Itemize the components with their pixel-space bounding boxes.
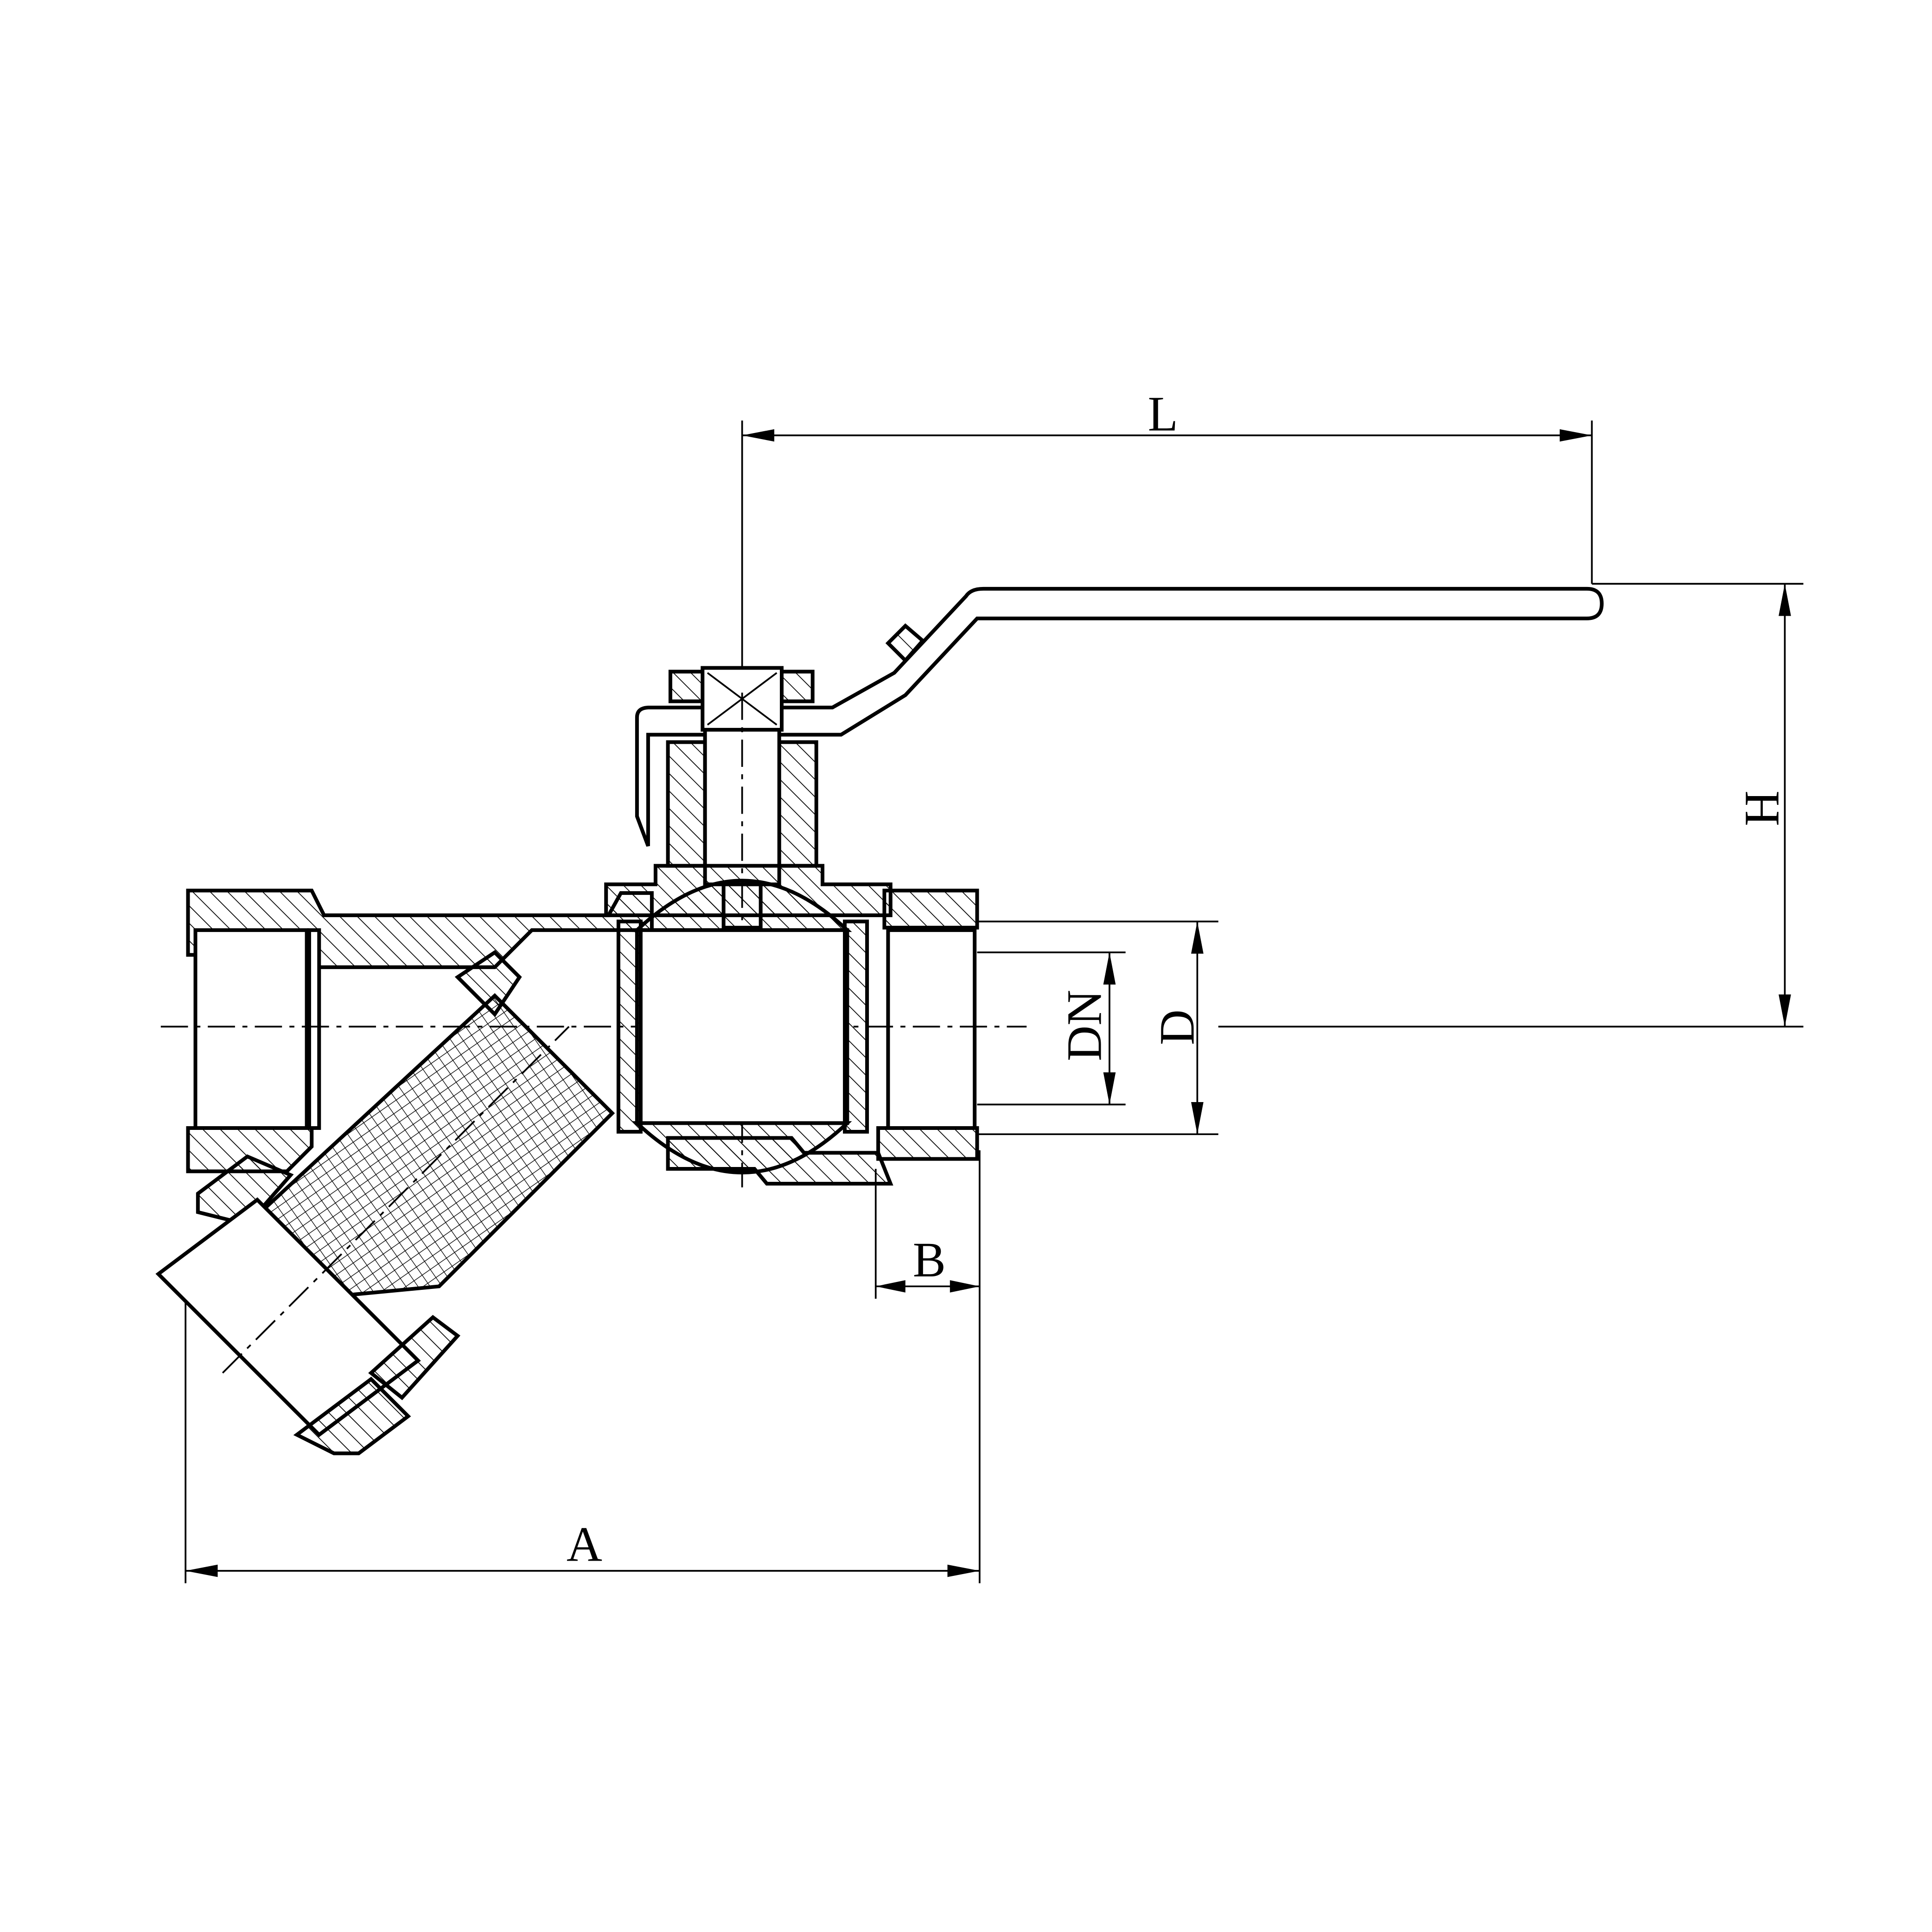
label-L: L: [1148, 387, 1178, 441]
dimension-DN: DN: [977, 951, 1126, 1106]
label-D: D: [1150, 1009, 1205, 1045]
dimension-A: A: [185, 1299, 980, 1583]
dimension-D: D: [977, 920, 1218, 1135]
dimension-B: B: [874, 1150, 981, 1583]
label-H: H: [1735, 791, 1790, 826]
ball: [616, 879, 869, 1175]
label-A: A: [567, 1518, 602, 1572]
label-DN: DN: [1057, 990, 1112, 1061]
handle-lever: [635, 587, 1604, 847]
dimension-H: H: [1218, 583, 1804, 1028]
strainer-screen: [155, 950, 615, 1455]
dimension-L: L: [741, 387, 1593, 940]
label-B: B: [913, 1233, 946, 1288]
